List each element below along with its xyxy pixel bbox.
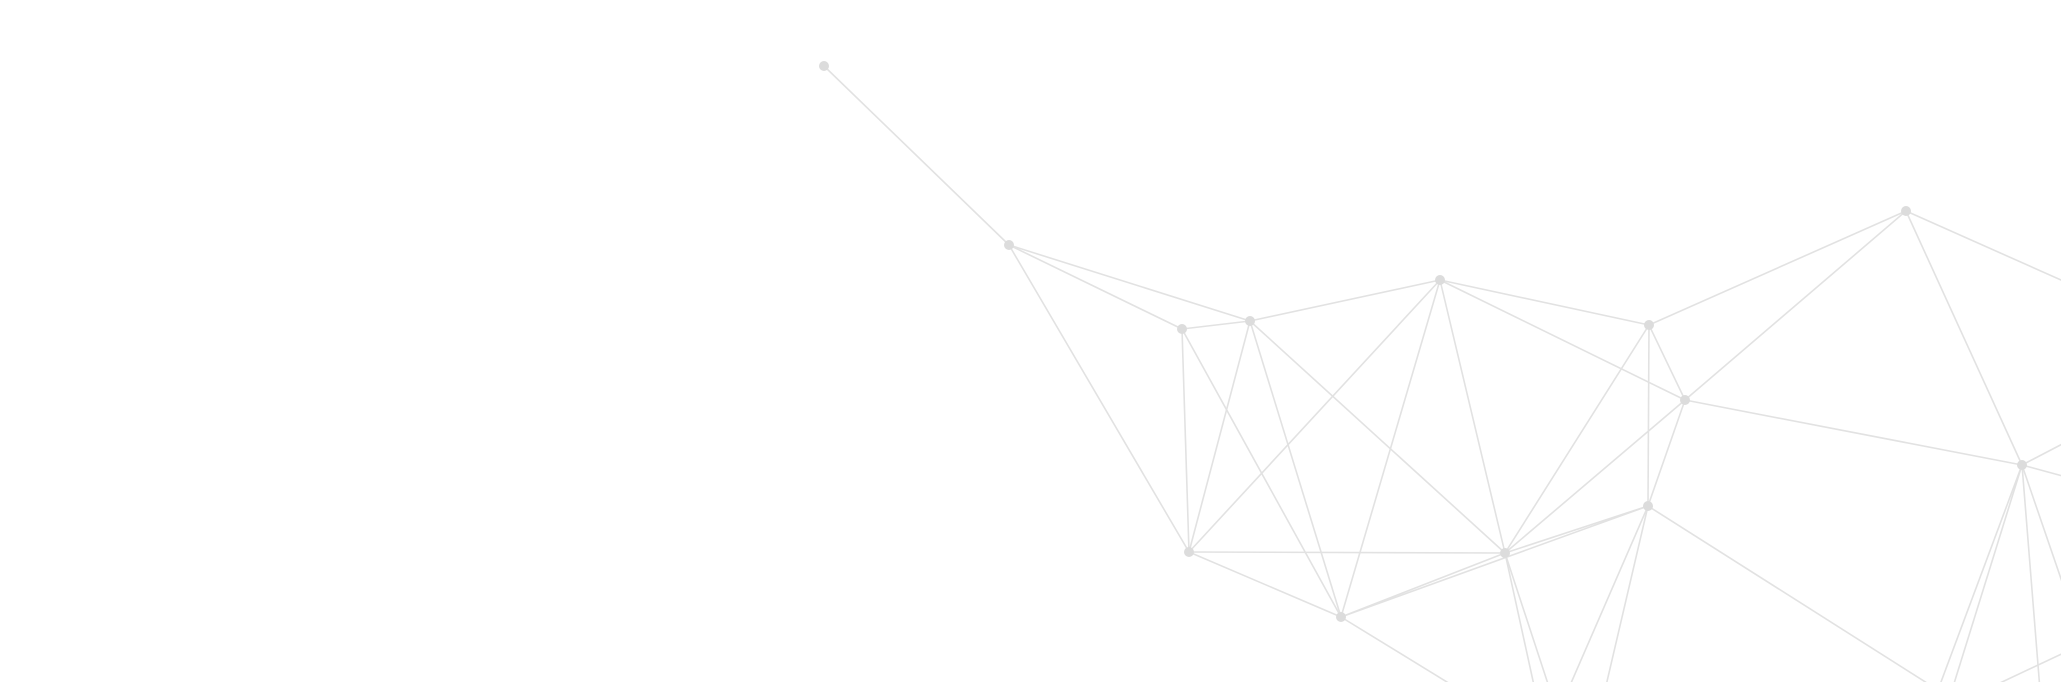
network-edge [1188, 279, 1441, 553]
network-edge [1606, 505, 1649, 682]
network-edge [1340, 616, 1449, 682]
network-edge [1188, 551, 1342, 618]
network-edge [1439, 279, 1650, 326]
network-edge [1249, 320, 1506, 554]
network-node [1901, 206, 1911, 216]
network-edge [1188, 320, 1251, 553]
network-node [1435, 275, 1445, 285]
network-edge [1504, 505, 1649, 554]
network-edge [1953, 464, 2023, 682]
network-edge [1008, 244, 1190, 553]
network-edge [2021, 464, 2061, 477]
network-edge [1504, 552, 1549, 682]
network-edge [2021, 443, 2061, 466]
network-node [1177, 324, 1187, 334]
network-edge [2021, 464, 2061, 582]
network-edge [1504, 399, 1686, 554]
network-edge [1008, 244, 1251, 322]
network-edge [1684, 399, 2023, 466]
network-node [1004, 240, 1014, 250]
network-edge [823, 65, 1010, 246]
network-node [2017, 460, 2027, 470]
network-edge [1504, 324, 1650, 554]
network-edge [1340, 279, 1441, 618]
network-edge [1905, 210, 2023, 466]
network-node [1680, 395, 1690, 405]
network-edge [1188, 551, 1506, 554]
network-edge [1439, 279, 1686, 401]
network-nodes [819, 61, 2027, 622]
network-edge [1439, 279, 1506, 554]
network-edge [2021, 464, 2041, 682]
network-node [1644, 320, 1654, 330]
network-edge [1648, 324, 1686, 401]
network-edges [823, 65, 2061, 682]
network-node [1643, 501, 1653, 511]
network-edge [1905, 210, 2061, 281]
network-edge [1249, 279, 1441, 322]
network-edge [1008, 244, 1183, 330]
network-node [1500, 548, 1510, 558]
network-edge [1181, 328, 1190, 553]
network-edge [1249, 320, 1342, 618]
network-edge [1570, 505, 1649, 682]
network-node [1245, 316, 1255, 326]
network-edge [1340, 505, 1649, 618]
network-node [1336, 612, 1346, 622]
network-edge [1684, 210, 1907, 401]
network-edge [1940, 464, 2023, 682]
network-edge [2000, 653, 2061, 682]
network-edge [1647, 399, 1686, 507]
network-edge [1647, 505, 1927, 682]
network-edge [1181, 320, 1251, 330]
network-edge [1504, 552, 1535, 682]
network-edge [1647, 324, 1650, 507]
network-node [819, 61, 829, 71]
network-edge [1648, 210, 1907, 326]
network-node [1184, 547, 1194, 557]
